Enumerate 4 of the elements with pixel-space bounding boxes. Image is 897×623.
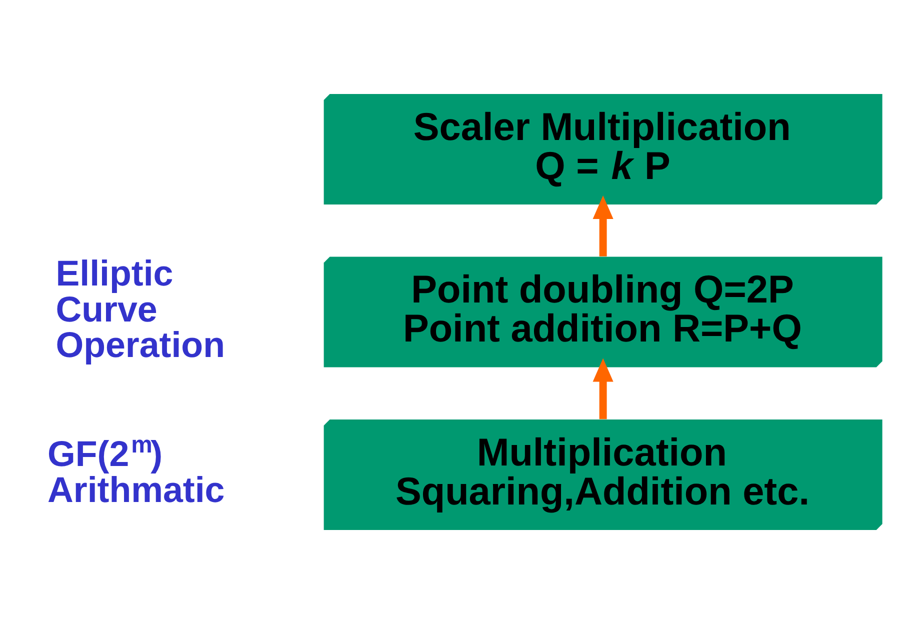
label: Elliptic Curve Operation (56, 252, 225, 365)
label: GF(2$^{m}$) Arithmatic (48, 431, 225, 510)
arrow (592, 194, 614, 256)
arrow (592, 358, 614, 419)
